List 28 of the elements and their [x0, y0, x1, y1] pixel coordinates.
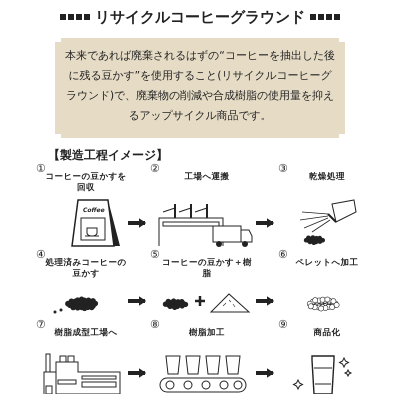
arrow: [256, 296, 274, 306]
step-number: ⑧: [150, 318, 160, 331]
step-label: 工場へ運搬: [184, 172, 230, 183]
arrow: [256, 368, 274, 378]
step-label: コーヒーの豆かすを回収: [45, 172, 128, 194]
arrow: [128, 296, 146, 306]
title: リサイクルコーヒーグラウンド: [95, 8, 305, 26]
step-number: ③: [278, 162, 288, 175]
arrow: [128, 368, 146, 378]
step-number: ⑨: [278, 318, 288, 331]
step-number: ④: [36, 248, 46, 261]
arrow: [256, 218, 274, 228]
step-label: 処理済みコーヒーの豆かす: [45, 258, 128, 280]
section-heading: 【製造工程イメージ】: [48, 147, 168, 164]
step-number: ⑦: [36, 318, 46, 331]
description-panel: [55, 38, 345, 138]
step-label: ペレットへ加工: [294, 258, 360, 269]
step-number: ⑥: [278, 248, 288, 261]
step-label: 樹脂加工: [188, 328, 226, 339]
step-number: ①: [36, 162, 46, 175]
arrow: [128, 218, 146, 228]
step-number: ②: [150, 162, 160, 175]
step-label: 商品化: [312, 328, 342, 339]
step-label: コーヒーの豆かす＋樹脂: [161, 258, 253, 280]
step-label: 乾燥処理: [308, 172, 346, 183]
step-number: ⑤: [150, 248, 160, 261]
description-text: 本来であれば廃棄されるはずの“コーヒーを抽出した後に残る豆かす”を使用すること(リサイクルコーヒーグラウンド)で、廃棄物の削減や合成樹脂の使用量を抑えるアップサイクル商品です。: [65, 48, 335, 124]
step-label: 樹脂成型工場へ: [53, 328, 118, 339]
